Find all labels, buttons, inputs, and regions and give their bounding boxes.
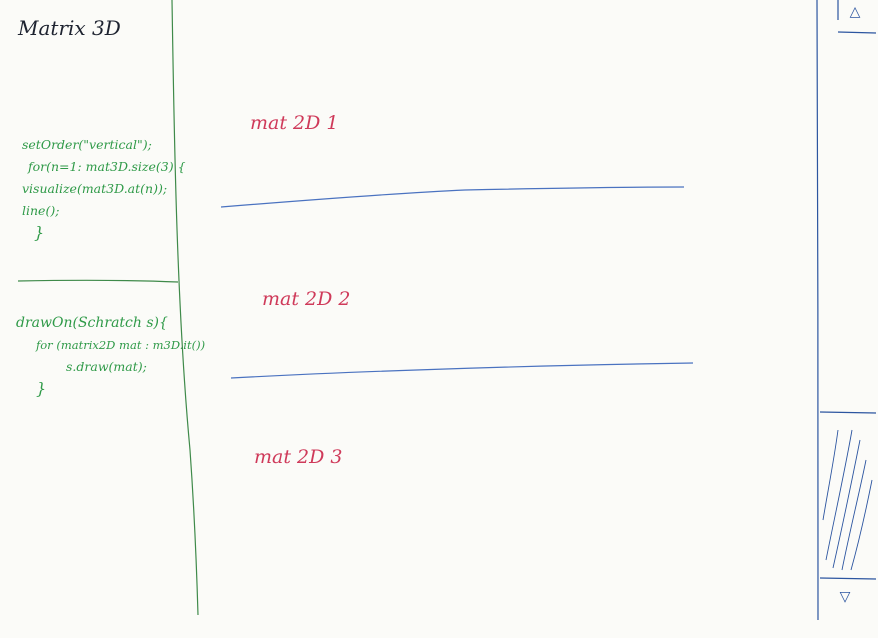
matrix-label-3: mat 2D 3: [254, 446, 343, 468]
code-line: }: [34, 223, 45, 242]
scrollbar-thumb[interactable]: [817, 412, 875, 578]
code-line: drawOn(Schratch s){: [16, 315, 168, 331]
code-line: line();: [22, 203, 60, 218]
scrollbar-thumb-top: [819, 411, 877, 414]
matrix-separator: [230, 362, 694, 379]
sidebar-divider: [17, 279, 179, 283]
code-line: for (matrix2D mat : m3D.it()): [36, 338, 206, 352]
matrix-label-2: mat 2D 2: [262, 288, 351, 310]
scrollbar-top-line: [837, 31, 877, 34]
scroll-up-icon[interactable]: △: [849, 4, 861, 20]
code-block-visualize: setOrder("vertical"); for(n=1: mat3D.siz…: [22, 134, 186, 244]
sidebar-border: [171, 0, 199, 616]
scrollbar-border: [816, 0, 839, 621]
code-line: }: [36, 379, 47, 398]
code-line: setOrder("vertical");: [22, 137, 152, 152]
code-block-drawon: drawOn(Schratch s){ for (matrix2D mat : …: [16, 312, 205, 400]
scroll-down-icon[interactable]: ▽: [839, 589, 851, 605]
code-line: for(n=1: mat3D.size(3) {: [28, 159, 186, 174]
code-line: s.draw(mat);: [66, 359, 147, 374]
scrollbar-thumb-hatch: [822, 429, 873, 571]
window-title: Matrix 3D: [18, 16, 121, 40]
code-line: visualize(mat3D.at(n));: [22, 181, 168, 196]
vertical-scrollbar[interactable]: △ ▽: [817, 0, 875, 620]
matrix-separator: [220, 186, 685, 208]
matrix-label-1: mat 2D 1: [250, 112, 339, 134]
scrollbar-thumb-bottom: [819, 577, 877, 580]
